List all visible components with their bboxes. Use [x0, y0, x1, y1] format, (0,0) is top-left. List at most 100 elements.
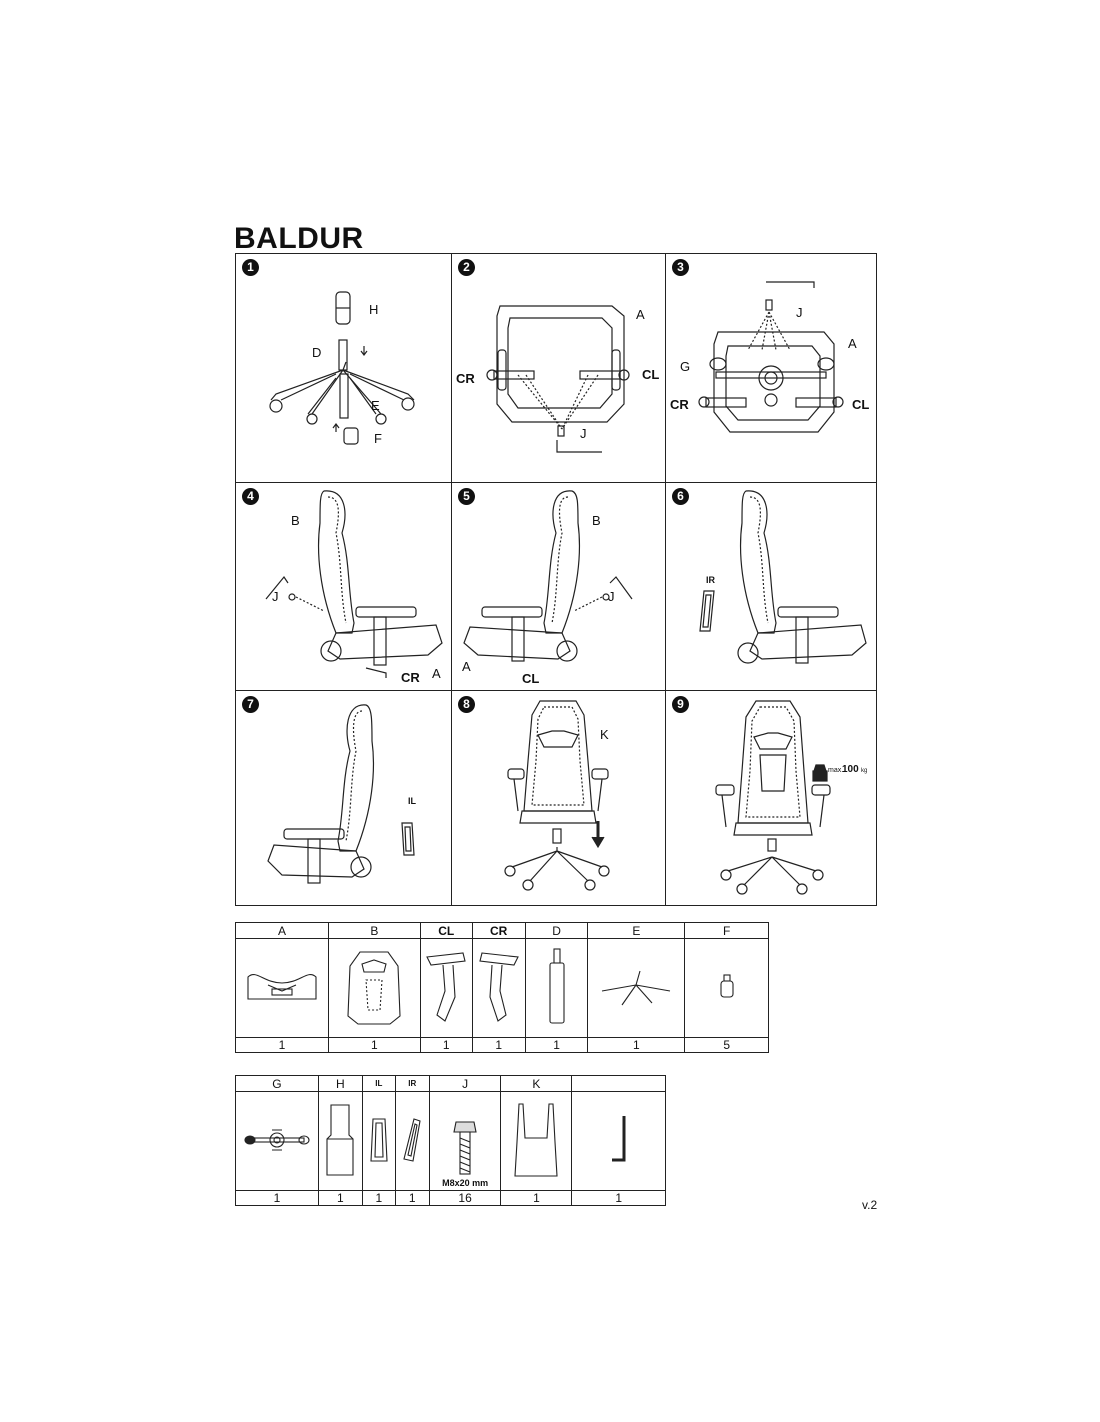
- part-a-header: A: [235, 922, 329, 939]
- step-6-number: 6: [672, 488, 689, 505]
- gas-cylinder-icon: [548, 947, 565, 1024]
- step-1-number: 1: [242, 259, 259, 276]
- part-ir-image: [394, 1091, 430, 1191]
- step-5-label-j: J: [608, 589, 615, 604]
- step-2-label-j: J: [580, 426, 587, 441]
- step-5-panel: 5 B J A CL: [452, 483, 666, 691]
- step-2-number: 2: [458, 259, 475, 276]
- part-b-header: B: [327, 922, 421, 939]
- part-a-image: [235, 938, 329, 1038]
- left-cover-icon: [370, 1117, 388, 1162]
- document-title: BALDUR: [234, 222, 364, 255]
- part-j-header: J: [428, 1075, 502, 1092]
- backrest-icon: [347, 950, 401, 1025]
- step-4-illustration: [265, 490, 443, 678]
- part-wrench-qty: 1: [571, 1190, 666, 1206]
- step-9-panel: 9 max. 100 kg: [666, 691, 877, 905]
- step-9-illustration: [715, 700, 831, 895]
- bolt-spec-label: M8x20 mm: [442, 1178, 489, 1188]
- step-5-label-b: B: [592, 513, 601, 528]
- part-j-image: M8x20 mm: [428, 1091, 502, 1191]
- part-g-image: [235, 1091, 319, 1191]
- step-2-label-cr: CR: [456, 371, 475, 386]
- part-j-qty: 16: [428, 1190, 502, 1206]
- step-6-illustration: [699, 490, 867, 664]
- part-h-qty: 1: [317, 1190, 363, 1206]
- step-1-illustration: [269, 291, 415, 445]
- step-1-label-f: F: [374, 431, 382, 446]
- parts-table-1: A B CL CR D E F: [235, 922, 769, 1053]
- step-4-number: 4: [242, 488, 259, 505]
- part-cl-image: [419, 938, 473, 1038]
- step-9-label-weight: 100: [842, 764, 859, 775]
- step-9-label-unit: kg: [861, 768, 868, 774]
- step-1-label-d: D: [312, 345, 322, 360]
- step-3-label-a: A: [848, 336, 857, 351]
- step-1-label-e: E: [371, 398, 380, 413]
- step-3-label-cl: CL: [852, 397, 870, 412]
- part-ir-qty: 1: [394, 1190, 430, 1206]
- step-3-number: 3: [672, 259, 689, 276]
- part-d-qty: 1: [524, 1037, 589, 1053]
- part-f-image: [684, 938, 769, 1038]
- step-4-panel: 4 B J CR A: [236, 483, 452, 691]
- right-cover-icon: [403, 1117, 421, 1162]
- step-2-illustration: [486, 305, 630, 453]
- step-4-label-cr: CR: [401, 670, 420, 685]
- assembly-steps-grid: 1 H D E F 2 A CR CL J: [235, 253, 877, 906]
- part-h-image: [317, 1091, 363, 1191]
- step-6-label-ir: IR: [706, 575, 715, 585]
- part-cr-header: CR: [471, 922, 526, 939]
- version-label: v.2: [862, 1198, 878, 1212]
- cylinder-cover-icon: [326, 1103, 354, 1176]
- step-5-number: 5: [458, 488, 475, 505]
- left-armrest-icon: [426, 951, 466, 1022]
- step-7-panel: 7 IL: [236, 691, 452, 905]
- step-5-label-cl: CL: [522, 671, 540, 686]
- part-e-header: E: [587, 922, 686, 939]
- step-2-label-a: A: [636, 307, 645, 322]
- right-armrest-icon: [478, 951, 519, 1022]
- part-wrench-header: [571, 1075, 666, 1092]
- part-g-qty: 1: [235, 1190, 319, 1206]
- bolt-icon: [453, 1121, 477, 1175]
- step-7-number: 7: [242, 696, 259, 713]
- step-8-illustration: [504, 700, 610, 891]
- part-d-image: [524, 938, 589, 1038]
- step-7-label-il: IL: [408, 796, 416, 806]
- step-4-label-j: J: [272, 589, 279, 604]
- part-il-qty: 1: [361, 1190, 396, 1206]
- hex-wrench-icon: [611, 1115, 626, 1161]
- part-e-image: [587, 938, 686, 1038]
- parts-table-2: G H IL IR J K: [235, 1075, 666, 1206]
- step-1-label-h: H: [369, 302, 379, 317]
- part-e-qty: 1: [587, 1037, 686, 1053]
- part-b-qty: 1: [327, 1037, 421, 1053]
- part-wrench-image: [571, 1091, 666, 1191]
- part-il-header: IL: [361, 1075, 396, 1092]
- step-3-panel: 3 J A G CR CL: [666, 254, 877, 483]
- step-3-illustration: [698, 281, 844, 433]
- part-cl-header: CL: [419, 922, 473, 939]
- part-cr-image: [471, 938, 526, 1038]
- step-1-panel: 1 H D E F: [236, 254, 452, 483]
- step-9-number: 9: [672, 696, 689, 713]
- step-3-label-cr: CR: [670, 397, 689, 412]
- step-8-number: 8: [458, 696, 475, 713]
- part-f-qty: 5: [684, 1037, 769, 1053]
- part-k-qty: 1: [500, 1190, 573, 1206]
- caster-wheel-icon: [720, 973, 734, 998]
- seat-cushion-icon: [247, 973, 317, 1000]
- step-6-panel: 6 IR: [666, 483, 877, 691]
- part-f-header: F: [684, 922, 769, 939]
- step-5-label-a: A: [462, 659, 471, 674]
- part-cr-qty: 1: [471, 1037, 526, 1053]
- step-2-label-cl: CL: [642, 367, 660, 382]
- step-2-panel: 2 A CR CL J: [452, 254, 666, 483]
- part-d-header: D: [524, 922, 589, 939]
- part-g-header: G: [235, 1075, 319, 1092]
- step-7-illustration: [267, 704, 415, 884]
- step-4-label-b: B: [291, 513, 300, 528]
- step-4-label-a: A: [432, 666, 441, 681]
- part-ir-header: IR: [394, 1075, 430, 1092]
